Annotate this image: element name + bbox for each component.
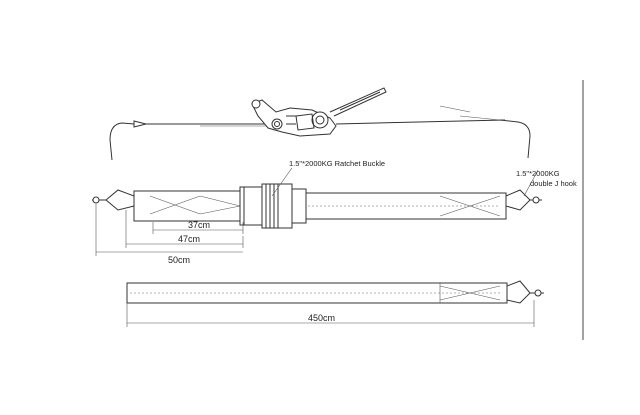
long-strap-hook: [506, 280, 544, 304]
left-j-hook-side: [109, 122, 135, 161]
long-strap-side: [335, 119, 506, 125]
dimension-37cm: [152, 222, 244, 234]
left-j-hook-top: [92, 189, 135, 211]
short-strap-top: [133, 190, 249, 222]
ratchet-buckle-side: [251, 87, 387, 137]
dimension-50cm: [95, 204, 243, 256]
dimension-450cm: [126, 300, 535, 327]
right-j-hook-top: [505, 189, 542, 211]
dim-47cm-label: 47cm: [178, 234, 200, 244]
dim-50cm-label: 50cm: [168, 255, 190, 265]
dimension-47cm: [125, 210, 244, 248]
j-hook-name-label: double J hook: [530, 179, 577, 188]
dim-37cm-label: 37cm: [188, 220, 210, 230]
j-hook-spec-label: 1.5"*2000KG: [516, 169, 560, 178]
ratchet-buckle-label: 1.5"*2000KG Ratchet Buckle: [289, 159, 385, 168]
side-view-assembly: [109, 87, 531, 161]
long-strap-full: [126, 280, 544, 327]
dim-450cm-label: 450cm: [308, 313, 335, 323]
ratchet-buckle-leader: [271, 167, 293, 197]
top-view-assembly: [92, 167, 542, 256]
right-j-hook-side: [499, 119, 531, 159]
ratchet-buckle-top: [239, 183, 307, 229]
j-hook-leader: [523, 169, 539, 197]
